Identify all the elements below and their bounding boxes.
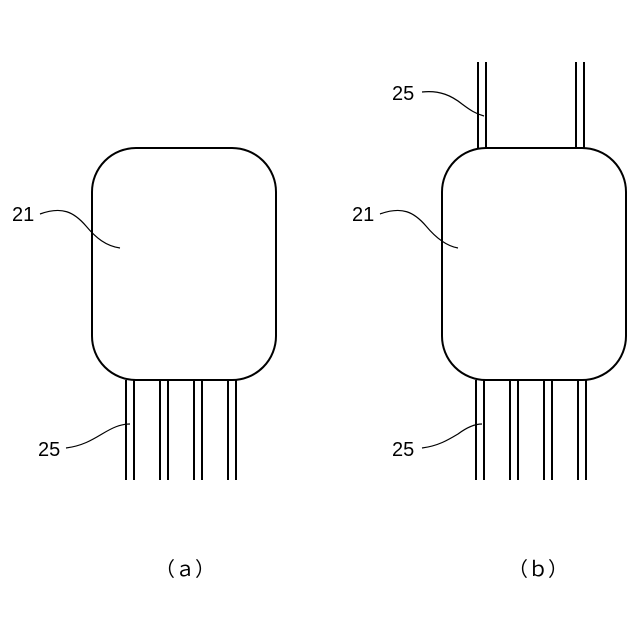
ref-label-25-b-bottom: 25 [392, 439, 414, 461]
wire-bundle-b-bottom [476, 380, 586, 480]
wire-bundle-b-top [478, 62, 584, 148]
ref-label-21-a: 21 [12, 204, 34, 226]
ref-label-25-a: 25 [38, 439, 60, 461]
leader-line-25-b-top [422, 92, 484, 116]
component-body-a [92, 148, 276, 380]
leader-line-21-a [40, 210, 120, 248]
figure-b: 25 21 25 （ｂ） [352, 62, 626, 581]
leader-line-25-b-bottom [422, 424, 482, 448]
figure-a: 21 25 （ａ） [12, 148, 276, 581]
leader-line-21-b [380, 210, 458, 248]
wire-bundle-a-bottom [126, 380, 236, 480]
caption-a: （ａ） [155, 558, 215, 581]
component-body-b [442, 148, 626, 380]
caption-b: （ｂ） [508, 558, 568, 581]
ref-label-21-b: 21 [352, 204, 374, 226]
leader-line-25-a [66, 424, 130, 448]
ref-label-25-b-top: 25 [392, 83, 414, 105]
